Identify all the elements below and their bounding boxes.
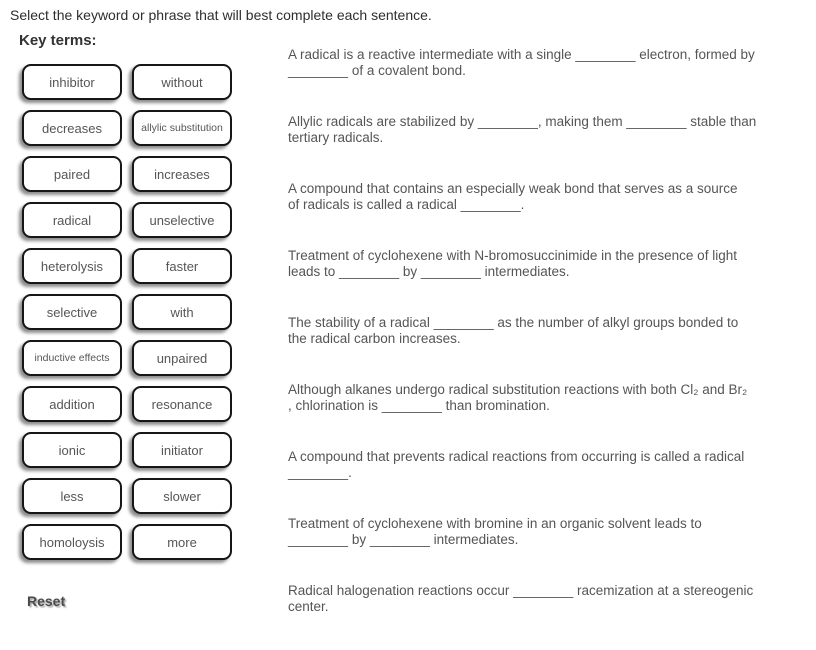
keyword-button-initiator[interactable]: initiator xyxy=(132,432,232,468)
sentence-weak-bond-source: A compound that contains an especially w… xyxy=(288,181,738,212)
keyword-button-radical[interactable]: radical xyxy=(22,202,122,238)
sentence-chlorination-bromination: Although alkanes undergo radical substit… xyxy=(288,382,748,413)
keyword-button-heterolysis[interactable]: heterolysis xyxy=(22,248,122,284)
keyword-button-more[interactable]: more xyxy=(132,524,232,560)
keyword-button-unselective[interactable]: unselective xyxy=(132,202,232,238)
reset-button[interactable]: Reset xyxy=(27,593,66,609)
instruction-text: Select the keyword or phrase that will b… xyxy=(10,7,432,23)
sentence-bromine-solvent: Treatment of cyclohexene with bromine in… xyxy=(288,516,702,547)
sentence-radical-inhibitor: A compound that prevents radical reactio… xyxy=(288,449,745,480)
keyword-button-unpaired[interactable]: unpaired xyxy=(132,340,232,376)
keyword-button-less[interactable]: less xyxy=(22,478,122,514)
keyword-button-addition[interactable]: addition xyxy=(22,386,122,422)
keyword-button-increases[interactable]: increases xyxy=(132,156,232,192)
keyword-button-selective[interactable]: selective xyxy=(22,294,122,330)
keyword-button-faster[interactable]: faster xyxy=(132,248,232,284)
keyword-button-grid: inhibitor without decreases allylic subs… xyxy=(22,64,232,560)
sentence-racemization: Radical halogenation reactions occur ___… xyxy=(288,583,754,614)
keyword-button-with[interactable]: with xyxy=(132,294,232,330)
keyword-button-allylic-substitution[interactable]: allylic substitution xyxy=(132,110,232,146)
sentence-list: A radical is a reactive intermediate wit… xyxy=(288,47,775,650)
keyword-button-resonance[interactable]: resonance xyxy=(132,386,232,422)
sentence-nbs-light: Treatment of cyclohexene with N-bromosuc… xyxy=(288,248,737,279)
keyword-button-inhibitor[interactable]: inhibitor xyxy=(22,64,122,100)
keyword-button-homoloysis[interactable]: homoloysis xyxy=(22,524,122,560)
sentence-radical-definition: A radical is a reactive intermediate wit… xyxy=(288,47,755,78)
keyword-button-without[interactable]: without xyxy=(132,64,232,100)
key-terms-heading: Key terms: xyxy=(19,32,97,49)
keyword-button-decreases[interactable]: decreases xyxy=(22,110,122,146)
keyword-button-inductive-effects[interactable]: inductive effects xyxy=(22,340,122,376)
keyword-button-ionic[interactable]: ionic xyxy=(22,432,122,468)
sentence-allylic-radicals: Allylic radicals are stabilized by _____… xyxy=(288,114,757,145)
sentence-radical-stability: The stability of a radical ________ as t… xyxy=(288,315,739,346)
keyword-button-slower[interactable]: slower xyxy=(132,478,232,514)
keyword-button-paired[interactable]: paired xyxy=(22,156,122,192)
